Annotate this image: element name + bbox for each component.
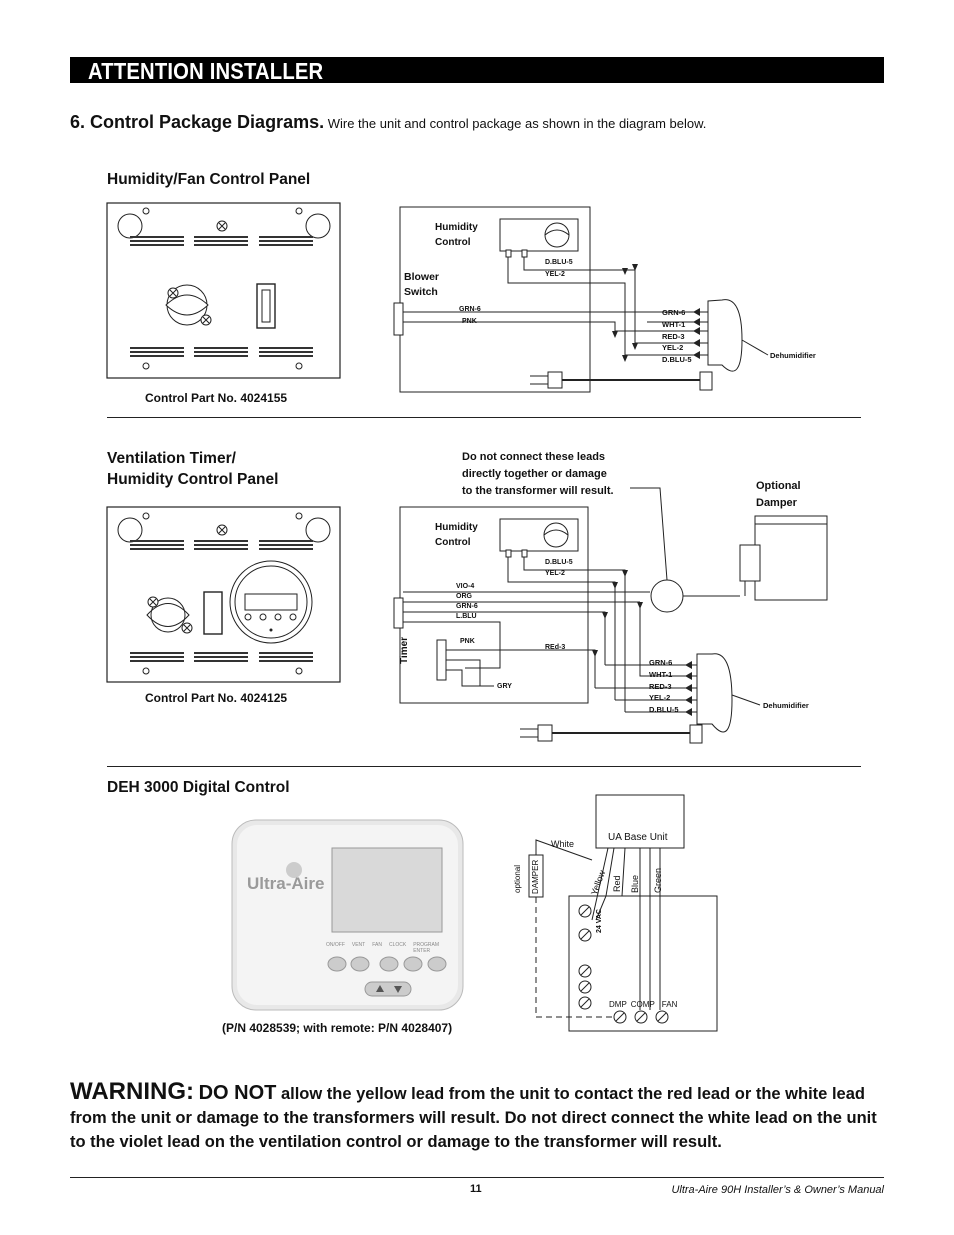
label-line: Damper (756, 497, 797, 509)
panel1-arrows (612, 264, 700, 362)
p2-dehumidifier-label: Dehumidifier (763, 701, 809, 710)
lead-label: RED-3 (662, 331, 685, 341)
warning-label: WARNING: (70, 1078, 194, 1105)
p1-yel-label: YEL-2 (545, 271, 565, 278)
white-wire-label: White (551, 839, 575, 849)
button-label: FAN (372, 942, 382, 948)
green-wire-label: Green (653, 867, 663, 893)
lead-label: WHT-1 (662, 319, 686, 329)
panel2-part-number: Control Part No. 4024125 (145, 691, 288, 705)
warning-text: allow the yellow lead from the unit to c… (70, 1085, 877, 1151)
terminal-labels: DMP COMP FAN (609, 1000, 677, 1009)
p2-pnk-label: PNK (460, 638, 475, 645)
warning-do-not: DO NOT (198, 1082, 277, 1104)
panel2-wiring (393, 487, 828, 744)
page-number: 11 (470, 1183, 482, 1195)
button-label: VENT (351, 942, 366, 948)
lead-label: RED-3 (649, 681, 672, 691)
lead-label: ORG (456, 593, 472, 600)
warning-paragraph: WARNING: DO NOT allow the yellow lead fr… (70, 1080, 890, 1154)
p2-timer-lead-labels: VIO-4 ORG GRN-6 L.BLU (456, 582, 478, 622)
label-line: Control (435, 537, 471, 548)
button-label: ON/OFF (326, 942, 345, 948)
panel2-arrows (592, 570, 692, 716)
panel1-title: Humidity/Fan Control Panel (107, 171, 311, 188)
manual-title: Ultra-Aire 90H Installer’s & Owner’s Man… (671, 1184, 884, 1196)
p1-pnk-label: PNK (462, 318, 477, 325)
note-line: to the transformer will result. (462, 485, 614, 497)
p1-dblu-label: D.BLU-5 (545, 259, 573, 266)
terminal-label: DMP (609, 1000, 627, 1009)
note-line: directly together or damage (462, 468, 607, 480)
lead-label: D.BLU-5 (649, 705, 679, 715)
p2-red-label: REd-3 (545, 644, 566, 651)
p2-lead-labels: GRN-6 WHT-1 RED-3 YEL-2 D.BLU-5 (649, 657, 679, 716)
label-line: Blower (404, 271, 440, 283)
panel3-part-number: (P/N 4028539; with remote: P/N 4028407) (222, 1021, 453, 1035)
panel1-faceplate (106, 202, 341, 379)
p2-gry-label: GRY (497, 683, 512, 690)
lead-label: VIO-4 (456, 583, 475, 590)
section-heading: 6. Control Package Diagrams. Wire the un… (70, 112, 706, 133)
p1-grn-label: GRN-6 (459, 306, 481, 313)
label-line: Humidity (435, 522, 478, 533)
divider (107, 766, 861, 767)
note-line: Do not connect these leads (462, 451, 606, 463)
button-label: PROGRAM ENTER (413, 942, 440, 954)
thermostat-image (231, 819, 464, 1011)
lead-label: L.BLU (456, 613, 477, 620)
deh3000-wiring (528, 794, 718, 1032)
terminal-label: COMP (630, 1000, 655, 1009)
section-title: 6. Control Package Diagrams. (70, 112, 325, 132)
panel1-part-number: Control Part No. 4024155 (145, 391, 288, 405)
attention-banner: ATTENTION INSTALLER (70, 57, 884, 84)
red-wire-label: Red (612, 875, 622, 892)
lead-label: WHT-1 (649, 669, 673, 679)
lead-label: GRN-6 (649, 658, 673, 667)
p2-optional-damper-label: Optional Damper (756, 478, 801, 512)
p2-warning-note: Do not connect these leads directly toge… (462, 449, 614, 500)
divider (107, 417, 861, 418)
p1-lead-labels: GRN-6 WHT-1 RED-3 YEL-2 D.BLU-5 (662, 307, 692, 366)
thermostat-brand: Ultra-Aire (247, 874, 325, 893)
lead-label: YEL-2 (662, 343, 684, 353)
optional-label: optional (513, 864, 522, 893)
p2-yel-label: YEL-2 (545, 570, 565, 577)
thermostat-button-labels: ON/OFF VENT FAN CLOCK PROGRAM ENTER (326, 942, 456, 954)
banner-title: ATTENTION INSTALLER (88, 58, 324, 84)
p1-dehumidifier-label: Dehumidifier (770, 351, 816, 360)
section-intro: Wire the unit and control package as sho… (327, 116, 707, 131)
terminal-label: FAN (661, 1000, 678, 1009)
panel1-wiring (393, 206, 769, 393)
blue-wire-label: Blue (630, 874, 640, 893)
ua-base-unit-label: UA Base Unit (608, 832, 668, 843)
label-line: Optional (756, 480, 801, 492)
label-line: Switch (404, 286, 438, 298)
footer-divider (70, 1177, 884, 1178)
label-line: Control (435, 237, 471, 248)
damper-label: DAMPER (531, 859, 540, 894)
panel2-title-line1: Ventilation Timer/ (107, 450, 236, 467)
lead-label: GRN-6 (456, 603, 478, 610)
lead-label: D.BLU-5 (662, 355, 692, 365)
p1-humidity-control-label: Humidity Control (435, 220, 478, 250)
vac-label: 24 VAC (596, 909, 603, 933)
lead-label: YEL-2 (649, 693, 671, 703)
panel2-faceplate (106, 506, 341, 683)
p2-humidity-control-label: Humidity Control (435, 520, 478, 550)
p2-timer-label: Timer (399, 636, 410, 664)
p2-dblu-label: D.BLU-5 (545, 559, 573, 566)
button-label: CLOCK (388, 942, 407, 948)
label-line: Humidity (435, 222, 478, 233)
p1-blower-switch-label: Blower Switch (404, 270, 439, 300)
panel2-title-line2: Humidity Control Panel (107, 471, 279, 488)
panel3-title: DEH 3000 Digital Control (107, 779, 290, 796)
lead-label: GRN-6 (662, 308, 686, 317)
